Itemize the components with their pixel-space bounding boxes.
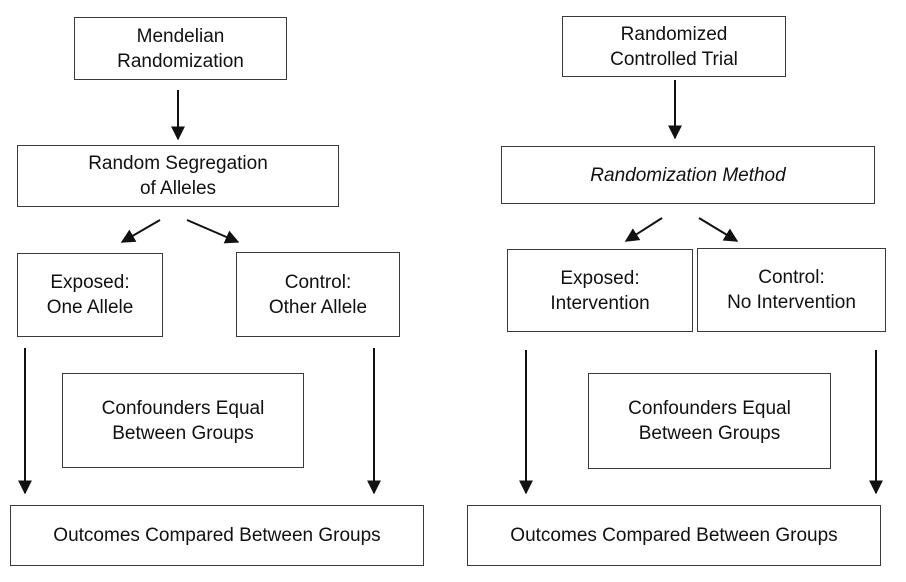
outcomes-compared-label-right: Outcomes Compared Between Groups	[510, 525, 838, 546]
randomized-controlled-trial-label: Randomized Controlled Trial	[610, 23, 738, 70]
arrow-randomization-to-control	[698, 217, 739, 242]
confounders-equal-box-right: Confounders Equal Between Groups	[588, 373, 831, 469]
exposed-intervention-label: Exposed: Intervention	[550, 267, 650, 314]
confounders-equal-label-right: Confounders Equal Between Groups	[628, 398, 791, 444]
control-no-intervention-box: Control: No Intervention	[697, 248, 886, 332]
mendelian-randomization-label: Mendelian Randomization	[117, 25, 244, 72]
mendelian-randomization-box: Mendelian Randomization	[74, 17, 287, 80]
outcomes-compared-label-left: Outcomes Compared Between Groups	[53, 525, 381, 546]
exposed-one-allele-label: Exposed: One Allele	[46, 272, 134, 318]
arrow-segregation-to-exposed	[120, 219, 161, 243]
randomization-method-label: Randomization Method	[590, 164, 786, 186]
outcomes-compared-box-right: Outcomes Compared Between Groups	[467, 505, 881, 566]
random-segregation-box: Random Segregation of Alleles	[17, 145, 339, 207]
confounders-equal-label-left: Confounders Equal Between Groups	[101, 397, 265, 444]
exposed-intervention-box: Exposed: Intervention	[507, 249, 693, 332]
control-no-intervention-label: Control: No Intervention	[727, 267, 856, 313]
confounders-equal-box-left: Confounders Equal Between Groups	[62, 373, 304, 468]
exposed-one-allele-box: Exposed: One Allele	[17, 253, 163, 337]
outcomes-compared-box-left: Outcomes Compared Between Groups	[10, 505, 424, 566]
arrow-randomization-to-exposed	[624, 217, 663, 242]
control-other-allele-label: Control: Other Allele	[268, 271, 368, 318]
randomization-method-box: Randomization Method	[501, 146, 875, 204]
random-segregation-label: Random Segregation of Alleles	[88, 153, 268, 199]
randomized-controlled-trial-box: Randomized Controlled Trial	[562, 16, 786, 77]
control-other-allele-box: Control: Other Allele	[236, 252, 400, 337]
arrow-segregation-to-control	[186, 219, 240, 244]
